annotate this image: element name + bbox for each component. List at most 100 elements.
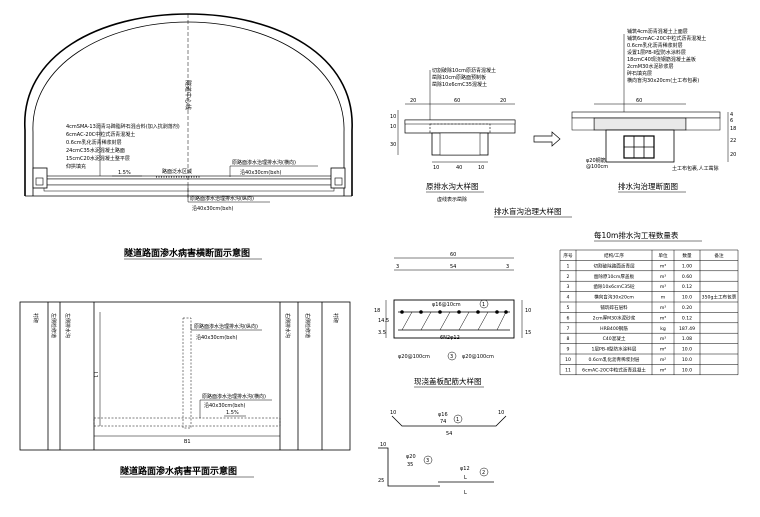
table-cell: m³ [660,284,666,290]
plan-col-left: 衬砌 [32,313,39,323]
slab-dim-edge: 3 [396,264,399,270]
rebar-1-base: 54 [446,431,452,437]
rebar-3-no: 3 [426,458,429,464]
table-cell: 2cm厚M30水泥砂浆 [593,314,636,321]
new-rebar-spacing: @100cm [586,164,608,170]
ditch-h-size: 沿40x30cm(bxh) [240,169,282,176]
ditch-v-size: 沿40x30cm(bxh) [192,205,234,212]
table-header: 数量 [682,252,692,259]
slab-dim-total-label: 60 [450,252,456,258]
new-note: 碎石填充层 [627,70,652,77]
new-fabric-label: 土工布包裹,人工凿除 [672,165,719,172]
new-notes: 铺筑4cm沥青混凝土上面层 铺筑6cmAC-20C中粒式沥青混凝土 0.6cm乳… [627,28,706,84]
ditch-v-label: 原路面渗水治理排水沟(纵向) [190,195,254,202]
plan-col-left: 左侧排水沟 [64,313,71,338]
slab-dim-inner-label: 54 [450,264,456,270]
slab-stirrup-no: 3 [450,354,453,360]
new-note: 18cmC40现浇钢筋混凝土盖板 [627,56,696,63]
slab-dim-edge: 3 [506,264,509,270]
table-cell: m³ [660,263,666,269]
slab-title: 现浇盖板配筋大样图 [414,376,482,386]
table-cell: 铺筑碎石层料 [600,304,628,311]
table-cell: 横向盲沟30x20cm [594,294,634,301]
table-cell: 11 [565,367,571,373]
rebar-3-label: φ20 [406,454,416,460]
layer-labels: 4cmSMA-13沥青马蹄脂碎石混合料(加入抗剥落剂) 6cmAC-20C中粒式… [66,123,180,170]
new-note: 2cmM30水泥砂浆层 [627,63,673,70]
slab-stirrups [401,311,507,331]
new-side [571,117,595,131]
rebar-3-marker [423,455,433,465]
orig-dim: 10 [433,165,439,171]
table-cell: 0.60 [682,274,692,280]
table-cell: 10.0 [682,295,692,301]
orig-dim: 40 [456,165,462,171]
new-cover-slab [593,117,687,131]
table-cell: kg [660,326,666,332]
slab-dim: 18 [374,308,380,314]
rebar-2-no: 2 [482,470,485,476]
new-dim: 20 [730,152,736,158]
rebar-1-hook: 10 [498,410,504,416]
table-cell: m³ [660,315,666,321]
layer-label: 24cmC35水泥混凝土路面 [66,147,125,154]
table-cell: m³ [660,274,666,280]
table-header: 备注 [714,252,724,259]
table-cell: m² [660,368,666,373]
layer-label: 仰拱填充 [66,163,86,170]
new-ditch-detail: 60 4 6 18 22 20 铺筑4cm沥青混凝土上面层 铺筑6cmAC-20… [571,28,736,193]
table-cell: m³ [660,305,666,311]
rebar-1-len: 74 [440,419,446,425]
plan-dim-b-label: B1 [184,439,191,445]
orig-asphalt [404,119,516,125]
table-cell: 4 [567,295,570,301]
table-cell: 1.08 [682,336,692,342]
table-cell: 0.12 [682,315,692,321]
new-ditch-title: 排水沟治理断面图 [618,181,678,191]
table-cell: m² [660,348,666,353]
rebar-1-label: φ16 [438,412,448,418]
slab-stirrup2-label: φ20@100cm [462,354,494,360]
quantity-table-title: 每10m排水沟工程数量表 [594,230,679,240]
new-dim-top-label: 60 [636,98,642,104]
orig-dim: 20 [410,98,416,104]
orig-note: 切割破除10cm原沥青混凝土 [432,67,496,74]
table-cell: 10.0 [682,347,692,353]
table-cell: 1.00 [682,263,692,269]
rebar-1-marker [453,414,463,424]
table-cell: 0.6cm乳化沥青稀浆封层 [588,356,639,363]
cross-section-title: 隧道路面渗水病害横断面示意图 [124,247,250,259]
right-drain [334,177,343,186]
orig-dim: 20 [500,98,506,104]
new-dim: 18 [730,126,736,132]
slab-stirrup-marker [447,351,457,361]
table-cell: m² [660,358,666,363]
new-dim: 4 [730,112,733,118]
table-header: 序号 [563,252,573,259]
plan-col-right: 衬砌 [332,313,339,323]
orig-ditch-detail: 20 60 20 10 40 10 10 10 30 切割破除10cm原沥青混凝… [390,67,516,203]
orig-dim: 60 [454,98,460,104]
rebar-shapes: 10 10 φ16 74 1 54 10 25 φ20 35 3 φ12 L 2… [378,410,507,496]
layer-label: 6cmAC-20C中粒式沥青混凝土 [66,131,135,138]
gravel-grid [623,135,655,159]
rebar-1-no: 1 [456,417,459,423]
plan-view-title: 隧道路面渗水病害平面示意图 [120,465,237,477]
plan-frame [19,301,351,451]
table-grid [559,249,739,376]
table-header: 单位 [658,252,668,259]
table-cell: 0.12 [682,284,692,290]
table-cell: 350g土工布包裹 [702,294,737,301]
plan-dim-l1-label: L1 [92,372,98,378]
slab-rebar-dots [400,310,508,314]
slab-top-bar-label: φ16@10cm [432,302,461,308]
plan-col-right: 右侧检修道 [304,313,311,338]
ditch-h-label: 原路面渗水治理排水沟(横向) [232,159,296,166]
table-cell: C40混凝土 [603,335,626,342]
rebar-3-shape [378,447,440,487]
transform-arrow-icon [533,131,561,147]
table-cell: 切割破除路面沥青层 [593,262,635,269]
table-cell: 6 [567,315,570,321]
table-cell: 10.0 [682,367,692,373]
table-cell: 凿除原10cm厚盖板 [594,273,635,280]
